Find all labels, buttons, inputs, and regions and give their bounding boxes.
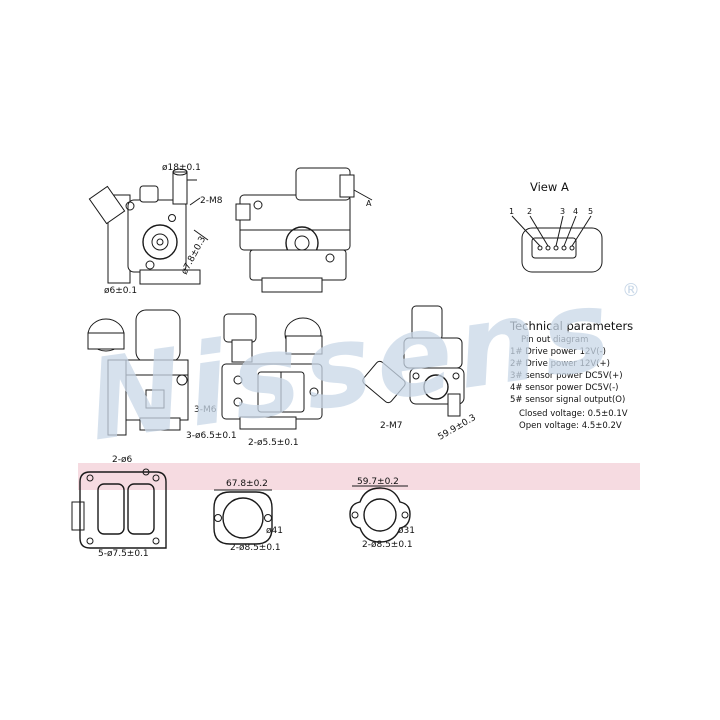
dim-2-d8-5-a: 2-ø8.5±0.1 [230, 543, 281, 553]
egr-top-view [235, 167, 373, 293]
gasket-flange-31 [349, 485, 411, 543]
dim-2-d5-5: 2-ø5.5±0.1 [248, 438, 299, 448]
egr-side-view [87, 309, 189, 436]
egr-rear-view [221, 313, 323, 430]
tech-params-subtitle: Pin out diagram [521, 335, 588, 345]
egr-front-view [88, 168, 209, 285]
pin-3-label: 3 [560, 207, 565, 216]
dim-67-8: 67.8±0.2 [226, 479, 268, 489]
pin-4-label: 4 [573, 207, 578, 216]
dim-d41: ø41 [266, 526, 283, 536]
gasket-flange-41 [213, 489, 273, 545]
gasket-rectangular [71, 468, 167, 549]
pin-1-label: 1 [509, 207, 514, 216]
tech-params-title: Technical parameters [509, 319, 633, 333]
brand-watermark: Nissens [81, 264, 624, 466]
pin-5-label: 5 [588, 207, 593, 216]
registered-mark: ® [622, 280, 640, 301]
egr-angled-view [362, 305, 465, 417]
dim-d18: ø18±0.1 [162, 163, 201, 173]
view-a-title: View A [530, 180, 569, 194]
dim-d6: ø6±0.1 [104, 286, 137, 296]
dim-5-d7-5: 5-ø7.5±0.1 [98, 549, 149, 559]
dim-2-d6: 2-ø6 [112, 455, 132, 465]
dim-2-d8-5-b: 2-ø8.5±0.1 [362, 540, 413, 550]
dim-3-m6: 3-M6 [194, 405, 217, 415]
dim-2-m7: 2-M7 [380, 421, 402, 431]
dim-2-m8: 2-M8 [200, 196, 223, 206]
pinout-line-4: 4# sensor power DC5V(-) [510, 383, 618, 393]
dim-3-d6-5: 3-ø6.5±0.1 [186, 431, 237, 441]
marker-a: A [366, 199, 372, 208]
open-voltage: Open voltage: 4.5±0.2V [519, 421, 622, 431]
pinout-line-2: 2# Drive power 12V(+) [510, 359, 610, 369]
pinout-line-1: 1# Drive power 12V(-) [510, 347, 606, 357]
pin-2-label: 2 [527, 207, 532, 216]
pinout-line-3: 3# sensor power DC5V(+) [510, 371, 623, 381]
closed-voltage: Closed voltage: 0.5±0.1V [519, 409, 628, 419]
dim-d31: ø31 [398, 526, 415, 536]
pinout-line-5: 5# sensor signal output(O) [510, 395, 625, 405]
connector-view-a [511, 215, 603, 273]
dim-59-7: 59.7±0.2 [357, 477, 399, 487]
